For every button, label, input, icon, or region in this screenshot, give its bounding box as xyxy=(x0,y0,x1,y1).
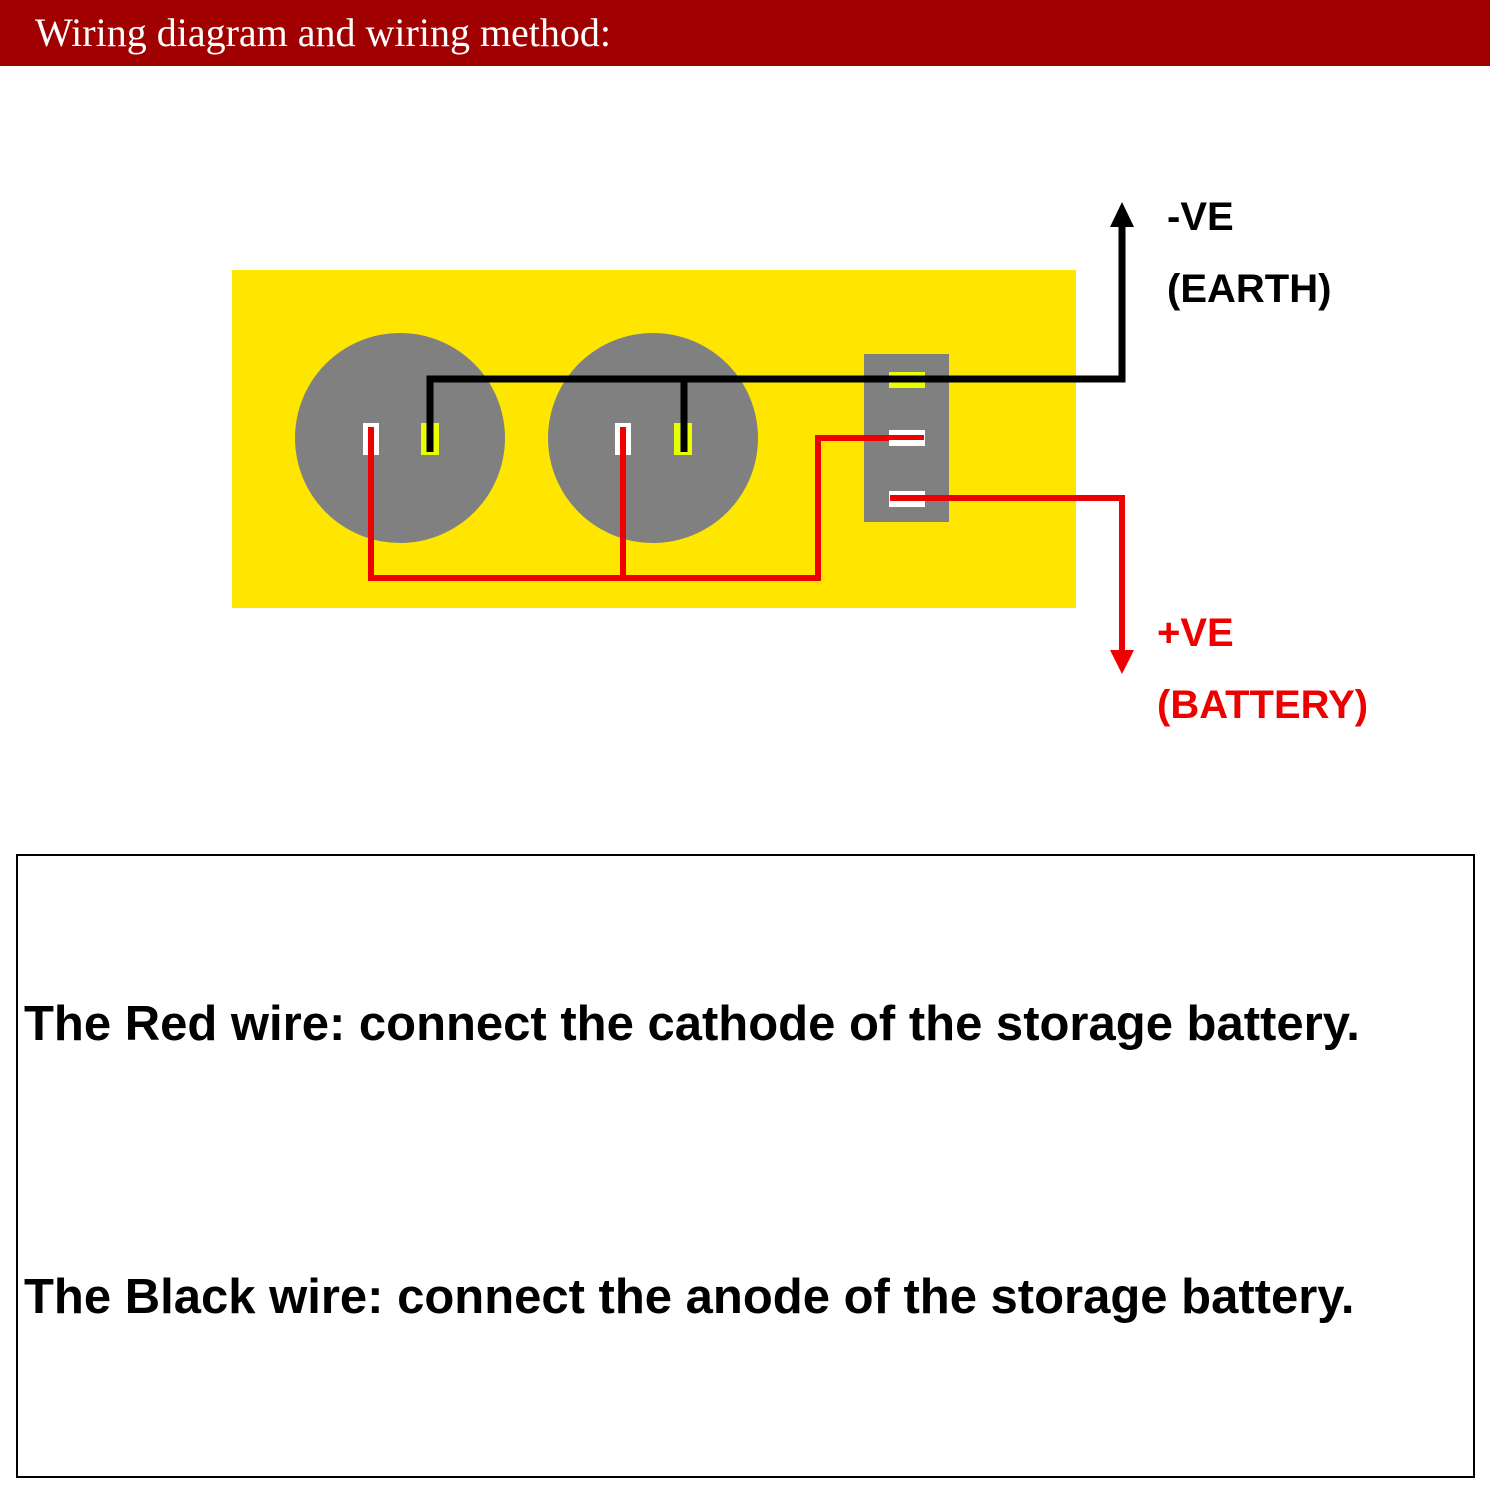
red-wire-output xyxy=(890,495,1125,652)
left-round-component xyxy=(295,333,505,543)
instructions-box: The Red wire: connect the cathode of the… xyxy=(16,854,1475,1478)
negative-terminal-label: -VE xyxy=(1167,195,1234,239)
right-round-component xyxy=(548,333,758,543)
pad-highlight xyxy=(889,440,925,443)
red-wire-components xyxy=(368,427,924,581)
negative-terminal-description: (EARTH) xyxy=(1167,267,1331,311)
positive-terminal-label: +VE xyxy=(1157,611,1234,655)
positive-arrowhead xyxy=(1110,650,1134,674)
black-wire xyxy=(426,224,1126,452)
wiring-diagram: -VE (EARTH) +VE (BATTERY) xyxy=(232,195,1368,727)
negative-arrowhead xyxy=(1110,202,1134,227)
pad-highlight xyxy=(889,501,925,504)
black-wire-instruction: The Black wire: connect the anode of the… xyxy=(24,1270,1355,1324)
header-bar: Wiring diagram and wiring method: xyxy=(0,0,1490,66)
page-title: Wiring diagram and wiring method: xyxy=(35,10,612,55)
red-wire-instruction: The Red wire: connect the cathode of the… xyxy=(24,997,1360,1051)
positive-terminal-description: (BATTERY) xyxy=(1157,683,1368,727)
